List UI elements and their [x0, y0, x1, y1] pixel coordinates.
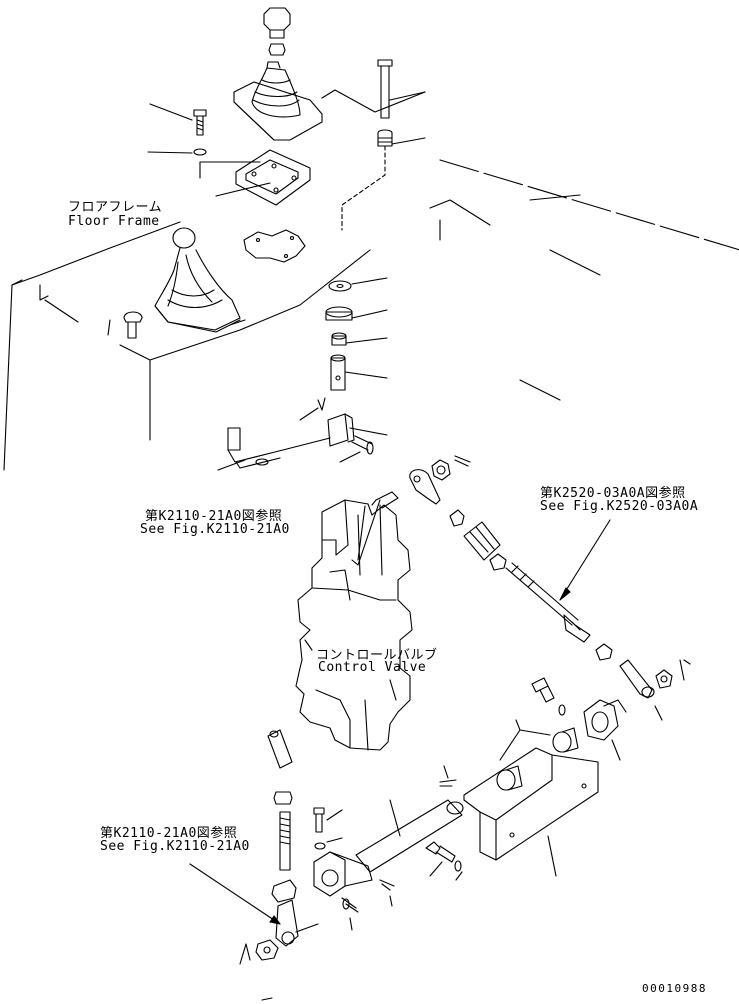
nut-cable-3 [490, 554, 506, 570]
rod-end-clevis [331, 355, 345, 390]
washer-lower-1 [315, 843, 325, 849]
control-valve [296, 500, 412, 750]
nut-1 [326, 307, 352, 320]
bolt-lower-2 [426, 842, 455, 862]
nut-cable-5 [656, 670, 672, 688]
bracket-bolt [532, 678, 554, 702]
nut-cable-4 [596, 644, 612, 660]
drawing-number: 00010988 [642, 982, 707, 995]
threaded-rod-left [280, 812, 290, 870]
cotter-pin-2 [455, 456, 470, 466]
washer-lower-2 [455, 861, 461, 871]
linkage-lever [228, 428, 330, 468]
nut-left-3 [256, 940, 278, 960]
washer-1 [329, 281, 351, 291]
lever-knob [264, 8, 290, 44]
bolt-lower-1 [314, 808, 324, 832]
pivot-shaft [356, 800, 463, 872]
nut-cable-2 [450, 510, 464, 526]
cotter-pin-4 [440, 780, 456, 786]
rod-end-upper [410, 470, 440, 504]
ref-leader-lower [190, 864, 280, 924]
arm-lever [314, 852, 372, 912]
cable-sleeve [464, 522, 500, 560]
cotter-pin-6 [240, 944, 250, 964]
clamp-block [328, 414, 354, 446]
small-knob [124, 312, 142, 338]
ref2-label-en: See Fig.K2520-03A0A [540, 499, 699, 514]
valve-spool [352, 492, 398, 565]
ref3-label-en: See Fig.K2110-21A0 [100, 839, 250, 854]
washer-bracket [559, 705, 565, 715]
rubber-boot [234, 62, 322, 140]
bushing [378, 130, 392, 146]
cotter-pin-1 [318, 398, 325, 410]
shift-lever [155, 228, 240, 332]
ref2-label-jp: 第K2520-03A0A図参照 [540, 486, 686, 501]
floor-frame-label-en: Floor Frame [68, 214, 160, 229]
bell-crank [584, 700, 626, 740]
ref1-label-en: See Fig.K2110-21A0 [140, 522, 290, 537]
bolt-small-top-left [194, 110, 206, 135]
valve-label-en: Control Valve [318, 660, 427, 675]
nut-left-2 [272, 880, 296, 902]
cable-leader [560, 520, 610, 600]
nut-2 [332, 333, 346, 345]
mounting-bracket [464, 748, 598, 860]
rod-top [378, 60, 392, 118]
clamp-bolt [352, 436, 373, 454]
valve-label-jp: コントロールバルブ [316, 648, 438, 663]
small-nut [269, 44, 285, 55]
floor-frame-label-jp: フロアフレーム [68, 200, 163, 215]
floor-frame-outline [4, 160, 739, 470]
gasket-plate [236, 150, 310, 205]
nut-cable-1 [432, 460, 450, 480]
washer-top-left [194, 149, 206, 155]
ref1-label-jp: 第K2110-21A0図参照 [145, 509, 283, 524]
rod-end-left-bottom [276, 900, 298, 946]
leader-line [322, 90, 425, 112]
rod-end-left-top [268, 730, 292, 768]
bushing-pair [497, 728, 578, 790]
seal-gasket [244, 230, 305, 262]
rod-end-lower [620, 660, 654, 698]
control-cable [506, 563, 590, 642]
nut-left-1 [274, 792, 292, 804]
cotter-pin-3 [680, 660, 690, 680]
ref3-label-jp: 第K2110-21A0図参照 [100, 826, 238, 841]
cotter-pin-5 [380, 880, 394, 890]
